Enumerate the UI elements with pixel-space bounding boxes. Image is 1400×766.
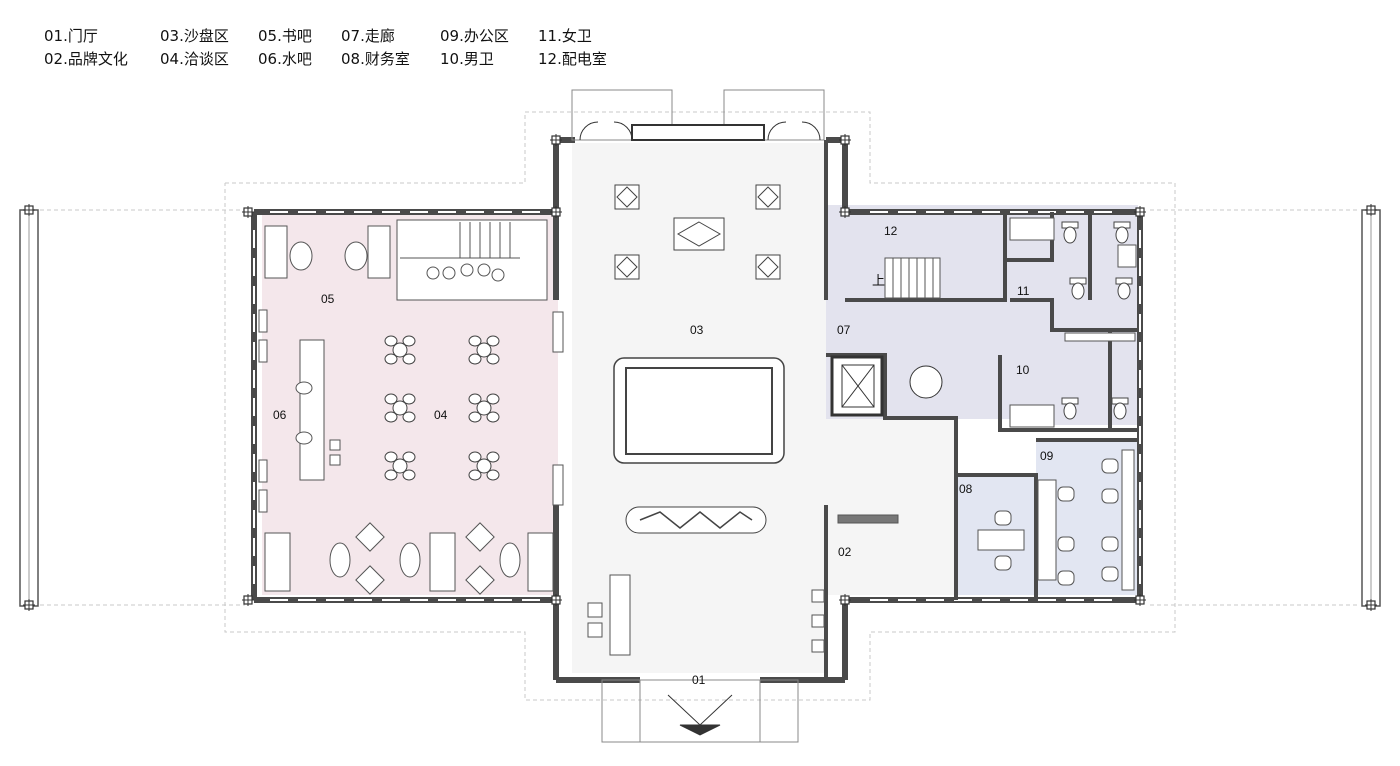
elevator bbox=[830, 355, 943, 417]
room-label-05: 05 bbox=[321, 292, 335, 306]
room-label-06: 06 bbox=[273, 408, 287, 422]
legend-item-02: 02.品牌文化 bbox=[44, 50, 128, 68]
room-label-03: 03 bbox=[690, 323, 704, 337]
entrance-porch-bottom bbox=[601, 679, 799, 743]
room-label-04: 04 bbox=[434, 408, 448, 422]
legend-item-07: 07.走廊 bbox=[341, 27, 395, 45]
legend-item-08: 08.财务室 bbox=[341, 50, 410, 68]
room-label-02: 02 bbox=[838, 545, 852, 559]
stair-up-label: 上 bbox=[872, 273, 885, 288]
zones bbox=[262, 143, 1138, 673]
left-colonnade bbox=[19, 203, 39, 612]
legend-item-12: 12.配电室 bbox=[538, 50, 607, 68]
office-furniture bbox=[977, 449, 1135, 591]
legend-item-11: 11.女卫 bbox=[538, 27, 592, 45]
lounge-sofas bbox=[264, 522, 554, 595]
sand-table bbox=[613, 184, 785, 534]
legend-item-03: 03.沙盘区 bbox=[160, 27, 229, 45]
room-label-10: 10 bbox=[1016, 363, 1030, 377]
room-labels: 01 02 03 04 05 06 07 08 09 10 11 12 bbox=[273, 224, 1054, 687]
room-label-12: 12 bbox=[884, 224, 898, 238]
toilet-fixtures bbox=[1009, 217, 1137, 428]
room-label-09: 09 bbox=[1040, 449, 1054, 463]
room-label-07: 07 bbox=[837, 323, 851, 337]
interior-walls bbox=[554, 140, 1138, 680]
entrance-porch-top bbox=[571, 89, 825, 141]
reception-desk bbox=[587, 514, 899, 656]
legend-item-09: 09.办公区 bbox=[440, 27, 509, 45]
right-colonnade bbox=[1361, 203, 1381, 612]
stair-left bbox=[396, 219, 548, 301]
book-bar-furniture bbox=[264, 225, 391, 481]
stair-right bbox=[884, 257, 941, 299]
exterior-wall-highlights bbox=[253, 211, 1141, 601]
legend-item-05: 05.书吧 bbox=[258, 27, 312, 45]
legend-item-06: 06.水吧 bbox=[258, 50, 312, 68]
room-label-08: 08 bbox=[959, 482, 973, 496]
legend-item-01: 01.门厅 bbox=[44, 27, 98, 45]
legend-item-04: 04.洽谈区 bbox=[160, 50, 229, 68]
window-mullions bbox=[258, 309, 564, 513]
room-label-11: 11 bbox=[1017, 284, 1030, 298]
legend-item-10: 10.男卫 bbox=[440, 50, 494, 68]
room-label-01: 01 bbox=[692, 673, 706, 687]
site-outline bbox=[40, 111, 1360, 701]
